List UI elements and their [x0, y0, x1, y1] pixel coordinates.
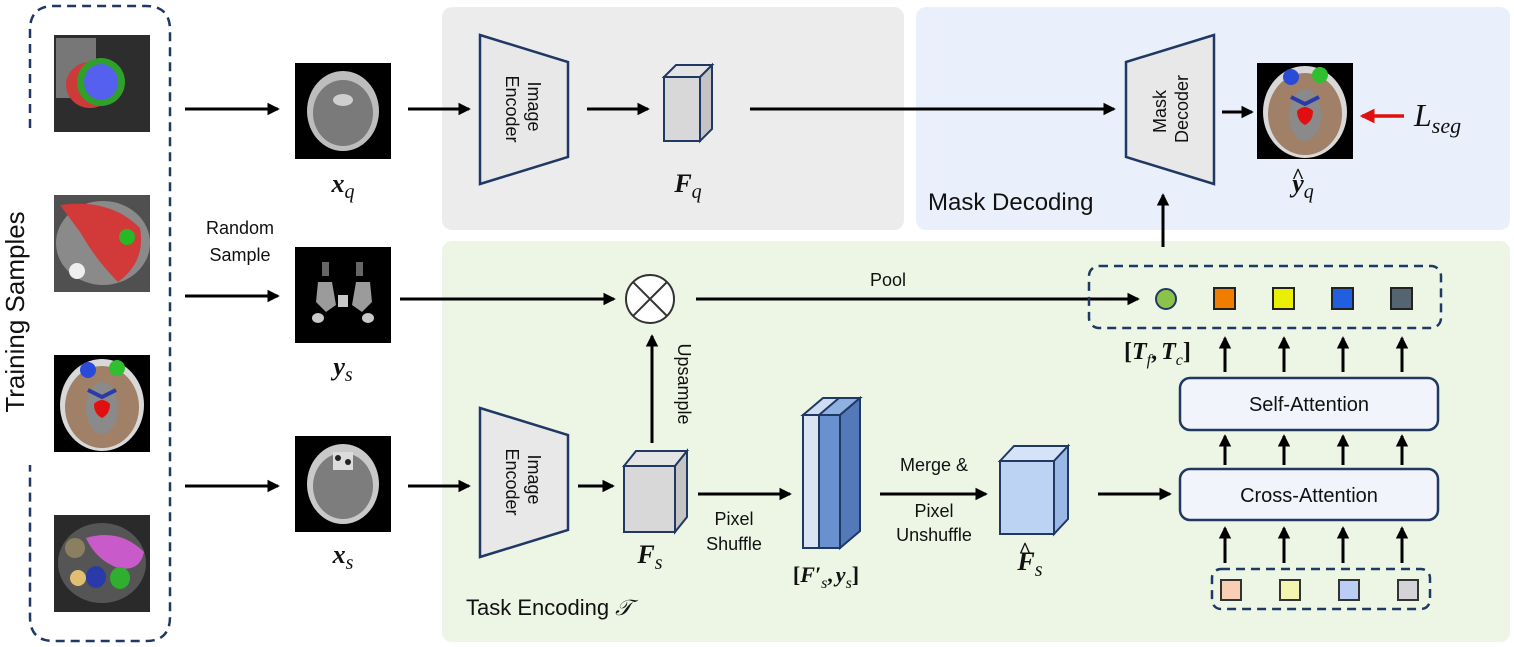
task-tokens-box — [1087, 264, 1443, 330]
image-encoder-bottom — [478, 406, 570, 559]
query-image-xq — [295, 63, 391, 159]
training-sample-brain-ct — [54, 355, 150, 452]
token-class-orange — [1213, 287, 1236, 310]
self-attention-block — [1178, 376, 1440, 432]
xs-label: xs — [332, 540, 354, 574]
token-class-blue — [1331, 287, 1354, 310]
query-token-gray — [1397, 579, 1419, 601]
merge-label-line2: Pixel — [914, 501, 953, 521]
pixel-shuffle-label-line2: Shuffle — [706, 534, 762, 554]
training-sample-abdomen-mri — [54, 515, 150, 612]
fq-label: Fq — [673, 169, 701, 203]
mask-decoder-label: Mask Decoder — [1150, 75, 1192, 143]
prediction-image-yq — [1257, 63, 1353, 159]
cross-attention-label: Cross-Attention — [1240, 485, 1378, 507]
query-token-yellow — [1279, 579, 1301, 601]
task-tokens-label: [Tf,Tc] — [1124, 339, 1191, 369]
training-sample-cardiac — [54, 35, 150, 132]
stacked-feature-label: [F′s,ys] — [793, 562, 859, 592]
training-samples-border — [28, 4, 172, 643]
fs-label: Fs — [636, 540, 662, 574]
fs-hat-accent: ^ — [1019, 537, 1032, 562]
shuffled-feature-stack — [800, 395, 863, 551]
xq-label: xq — [331, 169, 355, 203]
feature-cube-fs — [621, 448, 690, 535]
image-encoder-bottom-label: Image Encoder — [502, 448, 544, 515]
upsample-label: Upsample — [674, 343, 694, 424]
merged-feature-cube — [997, 443, 1071, 537]
merge-label-line1: Merge & — [900, 455, 968, 475]
feature-cube-fq-top — [661, 64, 715, 78]
image-encoder-top — [478, 33, 570, 186]
query-token-blue — [1338, 579, 1360, 601]
fs-hat-label: Fs — [1016, 547, 1042, 581]
self-attention-label: Self-Attention — [1249, 394, 1369, 416]
token-class-yellow — [1272, 287, 1295, 310]
yq-hat-accent: ^ — [1292, 163, 1305, 188]
training-samples-label: Training Samples — [0, 211, 30, 412]
task-encoding-panel — [442, 241, 1510, 642]
yq-hat-label: yq — [1289, 169, 1314, 203]
token-class-slate — [1390, 287, 1413, 310]
random-sample-label-line2: Sample — [209, 245, 270, 265]
cross-attention-block — [1178, 467, 1440, 522]
pool-label: Pool — [870, 270, 906, 290]
image-encoder-top-label: Image Encoder — [502, 75, 544, 142]
query-tokens-box — [1210, 567, 1432, 611]
merge-label-line3: Unshuffle — [896, 525, 972, 545]
query-token-orange — [1220, 579, 1242, 601]
loss-label: Lseg — [1413, 97, 1461, 138]
training-sample-abdomen-ct — [54, 195, 150, 292]
mask-decoding-title: Mask Decoding — [928, 189, 1093, 216]
token-foreground — [1155, 288, 1177, 310]
support-mask-ys — [295, 247, 391, 343]
multiply-circle-icon — [625, 274, 675, 324]
mask-decoder — [1124, 33, 1216, 186]
random-sample-label-line1: Random — [206, 218, 274, 238]
support-image-xs — [295, 436, 391, 532]
ys-label: ys — [330, 352, 353, 386]
pixel-shuffle-label-line1: Pixel — [714, 509, 753, 529]
